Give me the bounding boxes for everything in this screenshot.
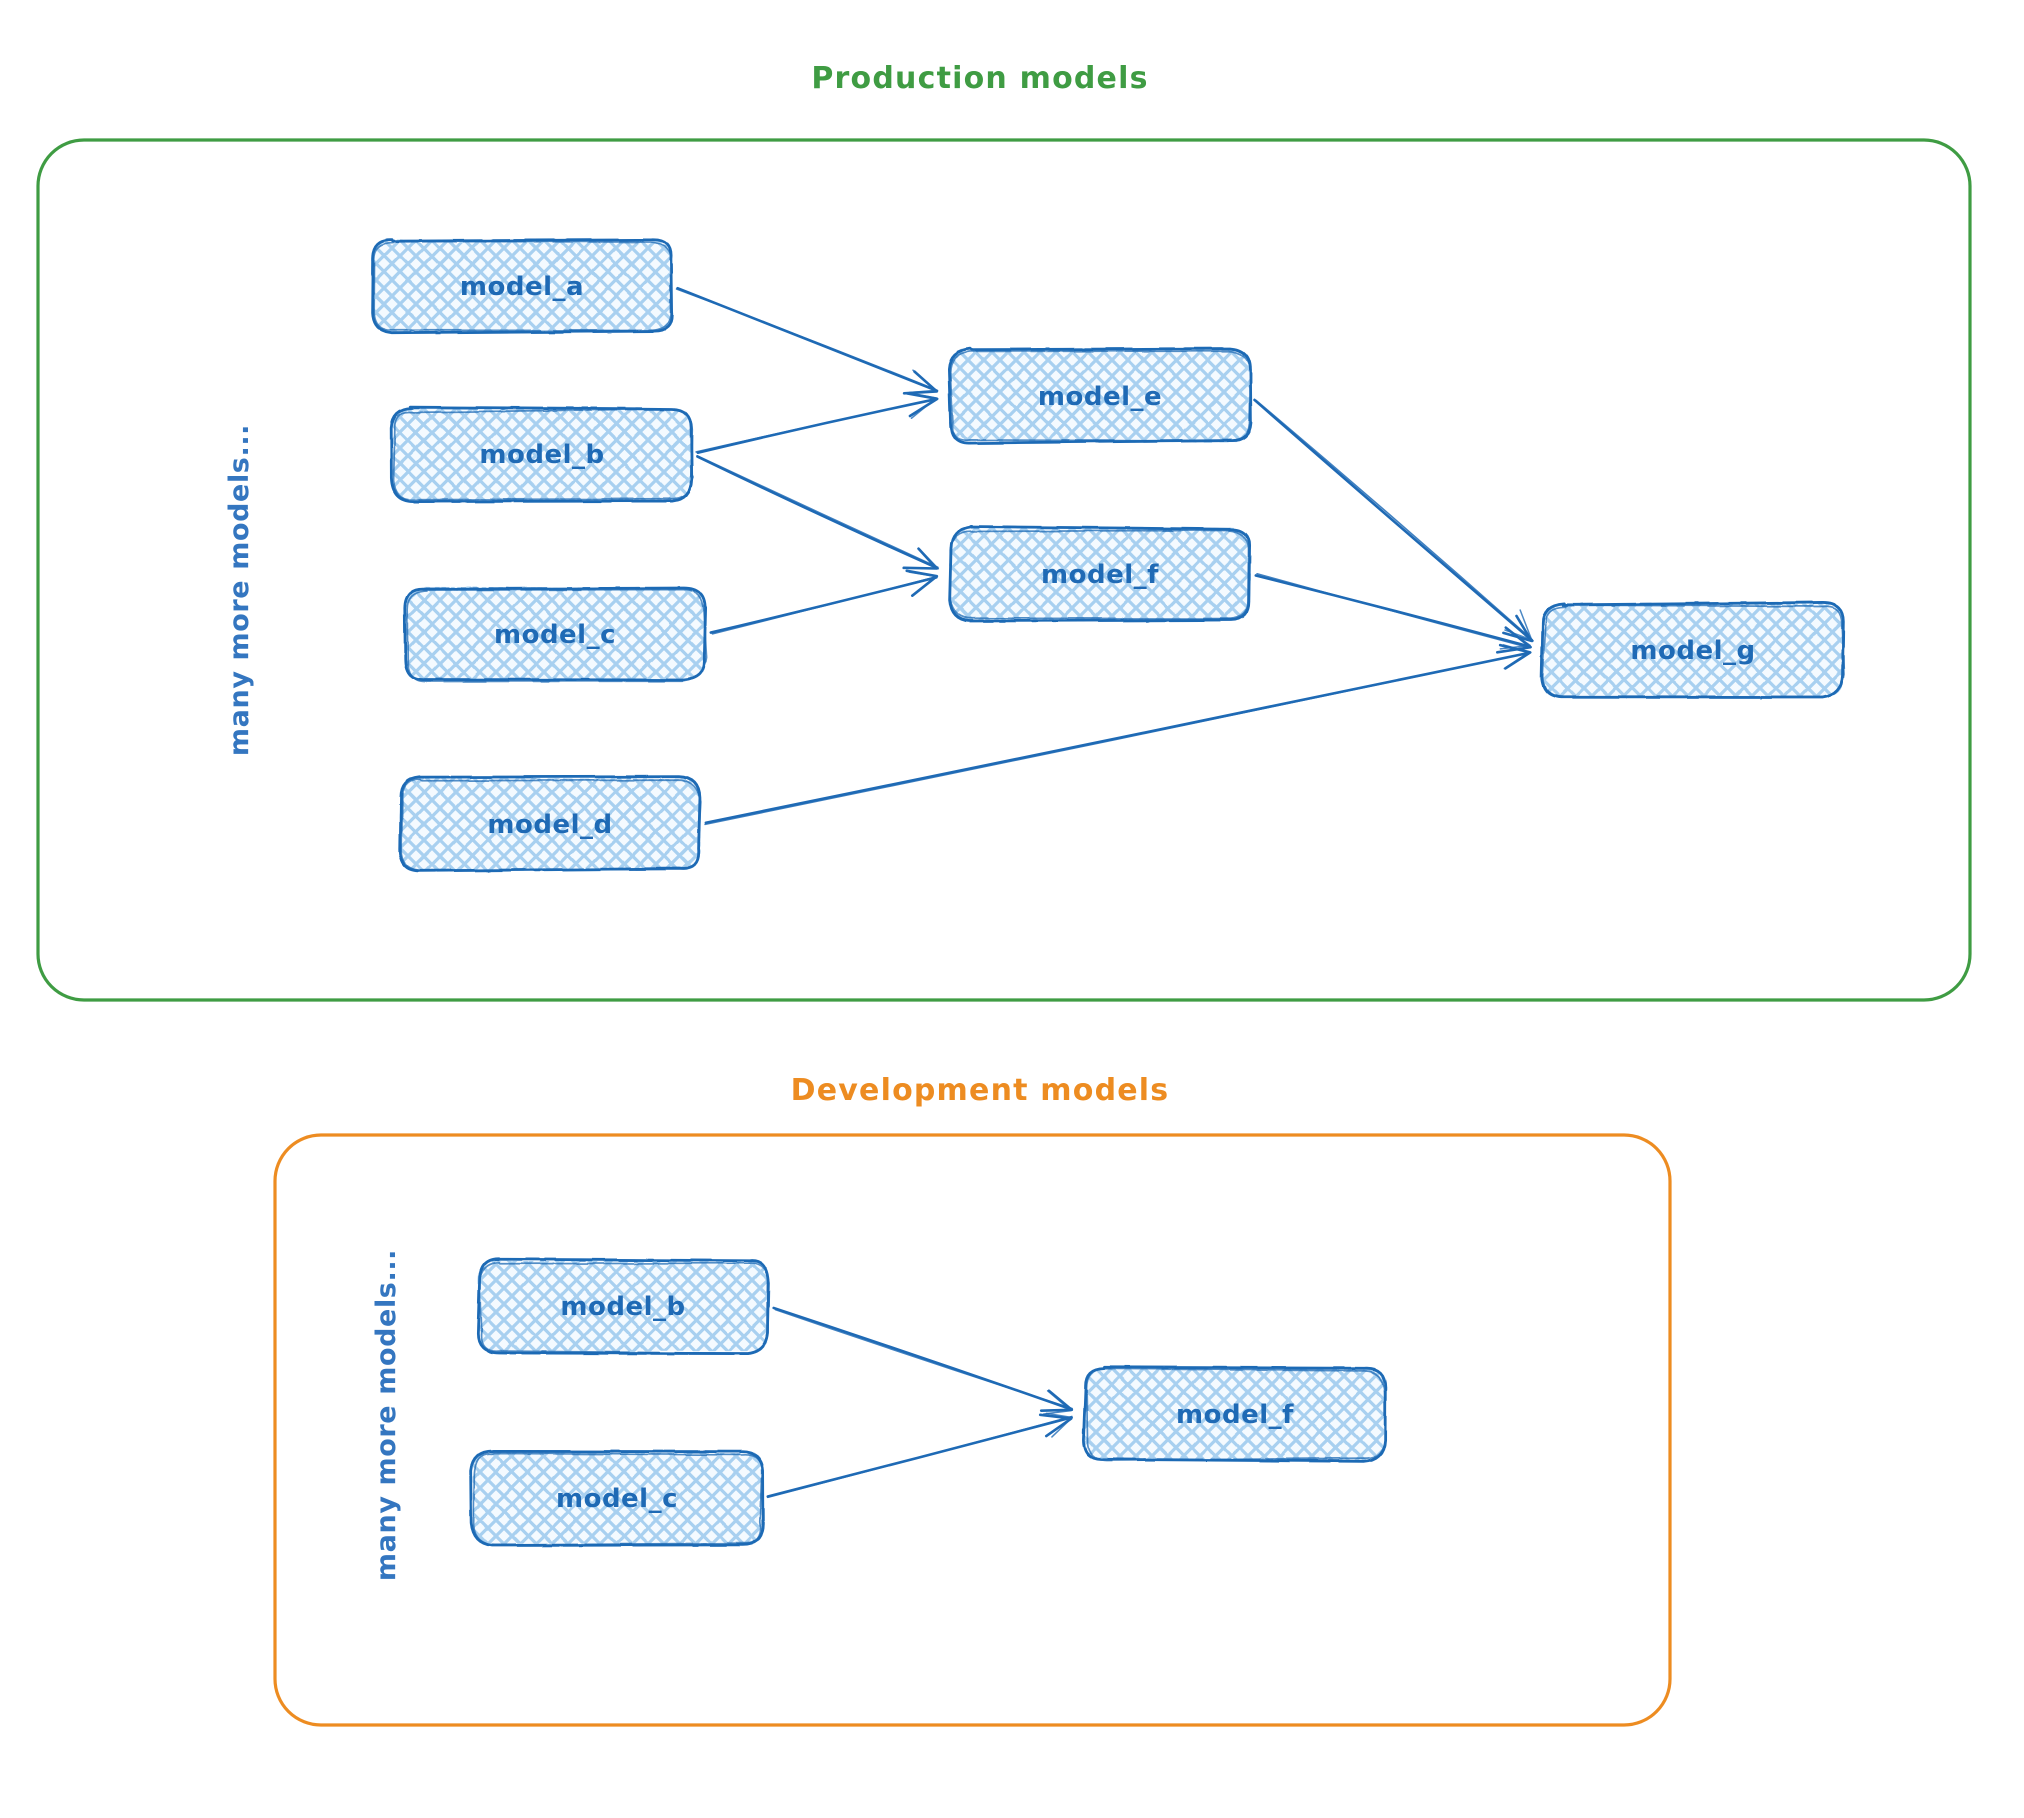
side-label-production: many more models... xyxy=(224,424,255,756)
node-outline-pass2-model_e xyxy=(949,350,1252,442)
group-container-development xyxy=(273,1133,1672,1727)
node-model_a[interactable]: model_a xyxy=(370,238,674,335)
node-outline-model_c xyxy=(403,586,708,682)
node-outline-pass2-model_b xyxy=(392,408,694,501)
node-outline-model_e xyxy=(947,347,1253,445)
node-outline-model_a xyxy=(370,238,674,335)
node-outline-dev_model_f xyxy=(1082,1365,1387,1463)
arrowhead-model_b-to-model_e xyxy=(907,392,938,419)
node-fill-model_e xyxy=(950,348,1252,443)
node-outline-pass2-model_f xyxy=(949,529,1250,620)
arrowhead-model_d-to-model_g xyxy=(1502,644,1530,670)
node-model_f[interactable]: model_f xyxy=(948,525,1251,623)
node-fill-model_g xyxy=(1541,603,1844,697)
edge-model_b-to-model_e xyxy=(695,392,939,454)
node-outline-pass2-model_g xyxy=(1541,604,1845,698)
node-label-model_d: model_d xyxy=(487,810,612,840)
edge-model_b-to-model_f xyxy=(696,454,940,570)
node-label-dev_model_b: model_b xyxy=(560,1292,685,1322)
edge-model_a-to-model_e xyxy=(675,286,939,395)
edge-dev_model_b-to-dev_model_f xyxy=(772,1306,1074,1415)
group-border-development xyxy=(273,1133,1672,1727)
arrowhead-model_c-to-model_f xyxy=(908,571,937,596)
node-outline-pass2-model_a xyxy=(372,240,673,332)
node-model_e[interactable]: model_e xyxy=(947,347,1253,445)
arrowhead-model_a-to-model_e xyxy=(908,369,937,394)
node-outline-dev_model_b xyxy=(476,1257,770,1355)
arrowhead-model_b-to-model_e xyxy=(906,392,939,418)
node-outline-pass2-dev_model_b xyxy=(478,1261,771,1355)
node-fill-model_f xyxy=(949,527,1251,621)
node-fill-dev_model_c xyxy=(472,1452,763,1545)
arrowhead-dev_model_c-to-dev_model_f xyxy=(1045,1412,1073,1438)
node-label-model_f: model_f xyxy=(1041,560,1159,590)
node-label-model_g: model_g xyxy=(1630,636,1755,666)
node-model_d[interactable]: model_d xyxy=(398,775,702,873)
node-label-model_b: model_b xyxy=(479,440,604,470)
arrowhead-dev_model_b-to-dev_model_f xyxy=(1039,1389,1074,1412)
node-label-dev_model_c: model_c xyxy=(556,1484,678,1514)
node-label-model_e: model_e xyxy=(1038,382,1162,412)
node-fill-model_d xyxy=(399,777,701,871)
node-outline-model_f xyxy=(948,525,1251,623)
group-title-production: Production models xyxy=(811,61,1148,96)
arrowhead-model_b-to-model_f xyxy=(904,548,940,570)
group-container-production xyxy=(36,138,1972,1002)
edge-model_d-to-model_g xyxy=(704,643,1532,826)
edge-model_c-to-model_f xyxy=(709,569,939,635)
group-title-development: Development models xyxy=(791,1073,1170,1108)
node-fill-dev_model_f xyxy=(1085,1366,1385,1461)
node-dev_model_b[interactable]: model_b xyxy=(476,1257,771,1355)
node-dev_model_f[interactable]: model_f xyxy=(1082,1365,1387,1463)
node-fill-model_a xyxy=(371,239,673,332)
node-model_g[interactable]: model_g xyxy=(1540,601,1845,699)
node-model_c[interactable]: model_c xyxy=(403,586,708,683)
node-outline-pass2-dev_model_f xyxy=(1085,1367,1387,1462)
node-label-model_c: model_c xyxy=(494,620,616,650)
edge-dev_model_c-to-dev_model_f xyxy=(766,1412,1073,1499)
node-outline-pass2-model_d xyxy=(400,778,702,872)
node-dev_model_c[interactable]: model_c xyxy=(469,1450,765,1547)
node-outline-pass2-model_c xyxy=(406,588,708,683)
node-fill-model_c xyxy=(404,586,706,680)
node-label-model_a: model_a xyxy=(460,272,584,302)
group-border-production xyxy=(36,138,1972,1002)
edge-model_e-to-model_g xyxy=(1253,398,1534,643)
node-label-dev_model_f: model_f xyxy=(1176,1400,1294,1430)
side-label-development: many more models... xyxy=(371,1249,402,1581)
node-model_b[interactable]: model_b xyxy=(389,405,694,503)
node-fill-model_b xyxy=(391,407,693,501)
node-outline-pass2-dev_model_c xyxy=(472,1452,763,1546)
arrowhead-model_e-to-model_g xyxy=(1502,614,1533,643)
node-fill-dev_model_b xyxy=(477,1259,769,1352)
arrowhead-dev_model_b-to-dev_model_f xyxy=(1042,1390,1072,1415)
edge-model_f-to-model_g xyxy=(1254,572,1532,654)
